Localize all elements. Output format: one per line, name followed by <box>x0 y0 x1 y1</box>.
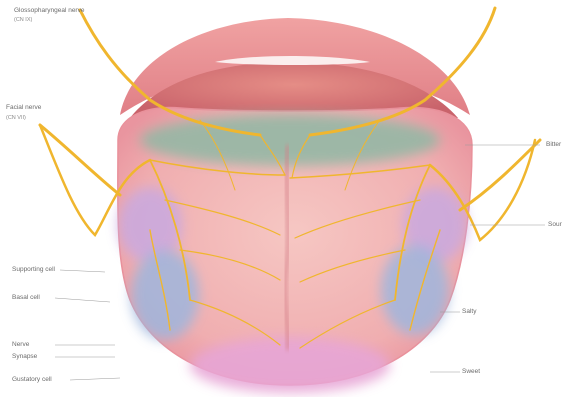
label-basal-cell: Basal cell <box>12 294 40 302</box>
label-facial-nerve: Facial nerve <box>6 104 41 112</box>
bitter-zone <box>140 114 440 166</box>
label-facial-nerve-sub: (CN VII) <box>6 114 26 122</box>
label-sweet: Sweet <box>462 368 480 376</box>
label-salty: Salty <box>462 308 476 316</box>
label-bitter: Bitter <box>546 141 561 149</box>
label-supporting-cell: Supporting cell <box>12 266 55 274</box>
label-glossopharyngeal-nerve: Glossopharyngeal nerve <box>14 7 84 15</box>
label-sour: Sour <box>548 221 562 229</box>
label-gustatory-cell: Gustatory cell <box>12 376 52 384</box>
label-nerve: Nerve <box>12 341 29 349</box>
salty-zone-right <box>381 245 449 335</box>
label-glossopharyngeal-nerve-sub: (CN IX) <box>14 16 32 24</box>
label-synapse: Synapse <box>12 353 37 361</box>
